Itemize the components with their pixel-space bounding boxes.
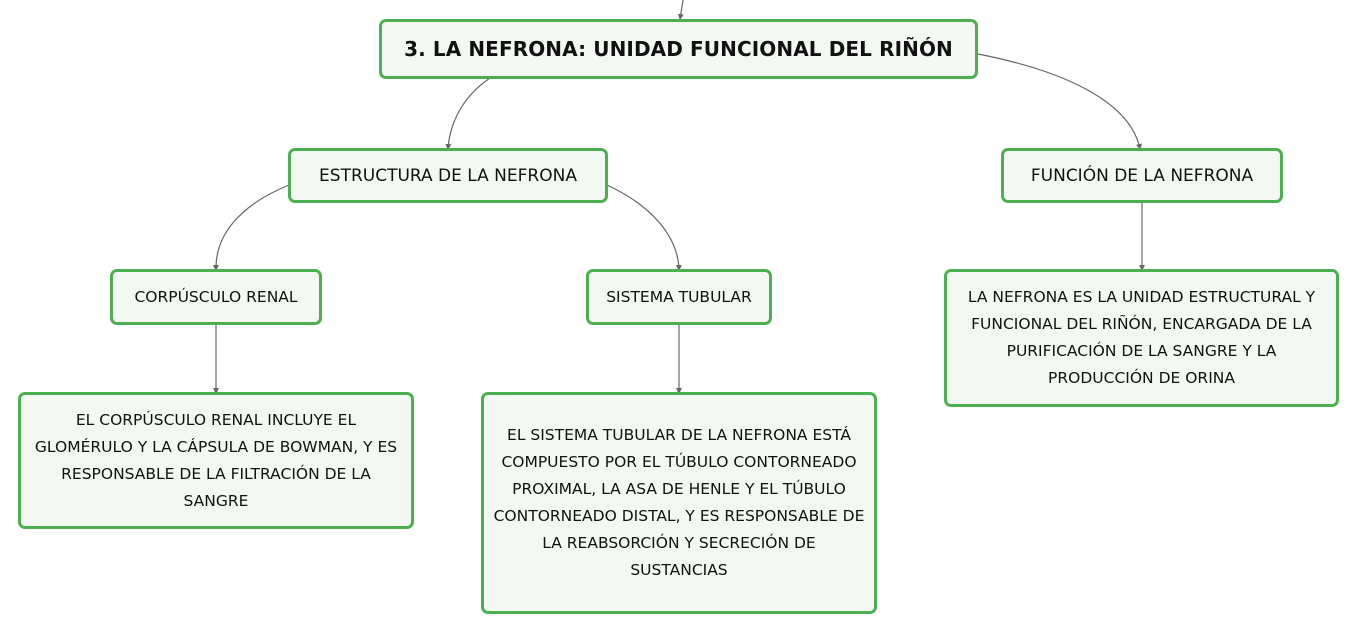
- connector-estructura-to-sistema: [606, 184, 682, 271]
- node-sistema-tubular[interactable]: SISTEMA TUBULAR: [586, 269, 772, 325]
- node-corpusculo-renal[interactable]: CORPÚSCULO RENAL: [110, 269, 322, 325]
- node-estructura-de-la-nefrona[interactable]: ESTRUCTURA DE LA NEFRONA: [288, 148, 608, 203]
- root-node[interactable]: 3. LA NEFRONA: UNIDAD FUNCIONAL DEL RIÑÓ…: [379, 19, 978, 79]
- node-funcion-description[interactable]: LA NEFRONA ES LA UNIDAD ESTRUCTURAL Y FU…: [944, 269, 1339, 407]
- connector-root-to-funcion: [977, 53, 1142, 150]
- node-funcion-label: FUNCIÓN DE LA NEFRONA: [1030, 165, 1254, 186]
- node-corpusculo-description[interactable]: EL CORPÚSCULO RENAL INCLUYE EL GLOMÉRULO…: [18, 392, 414, 529]
- node-funcion-de-la-nefrona[interactable]: FUNCIÓN DE LA NEFRONA: [1001, 148, 1283, 203]
- sistema-description-text: EL SISTEMA TUBULAR DE LA NEFRONA ESTÁ CO…: [493, 426, 865, 579]
- node-sistema-description[interactable]: EL SISTEMA TUBULAR DE LA NEFRONA ESTÁ CO…: [481, 392, 877, 614]
- root-node-label: 3. LA NEFRONA: UNIDAD FUNCIONAL DEL RIÑÓ…: [404, 37, 953, 61]
- connector-estructura-to-corpusculo: [212, 184, 290, 271]
- funcion-description-text: LA NEFRONA ES LA UNIDAD ESTRUCTURAL Y FU…: [967, 288, 1316, 387]
- node-sistema-label: SISTEMA TUBULAR: [606, 288, 752, 306]
- corpusculo-description-text: EL CORPÚSCULO RENAL INCLUYE EL GLOMÉRULO…: [34, 410, 398, 510]
- node-corpusculo-label: CORPÚSCULO RENAL: [134, 288, 298, 306]
- connector-parent-to-root: [677, 0, 684, 20]
- connector-root-to-estructura: [445, 77, 491, 150]
- node-estructura-label: ESTRUCTURA DE LA NEFRONA: [319, 165, 577, 186]
